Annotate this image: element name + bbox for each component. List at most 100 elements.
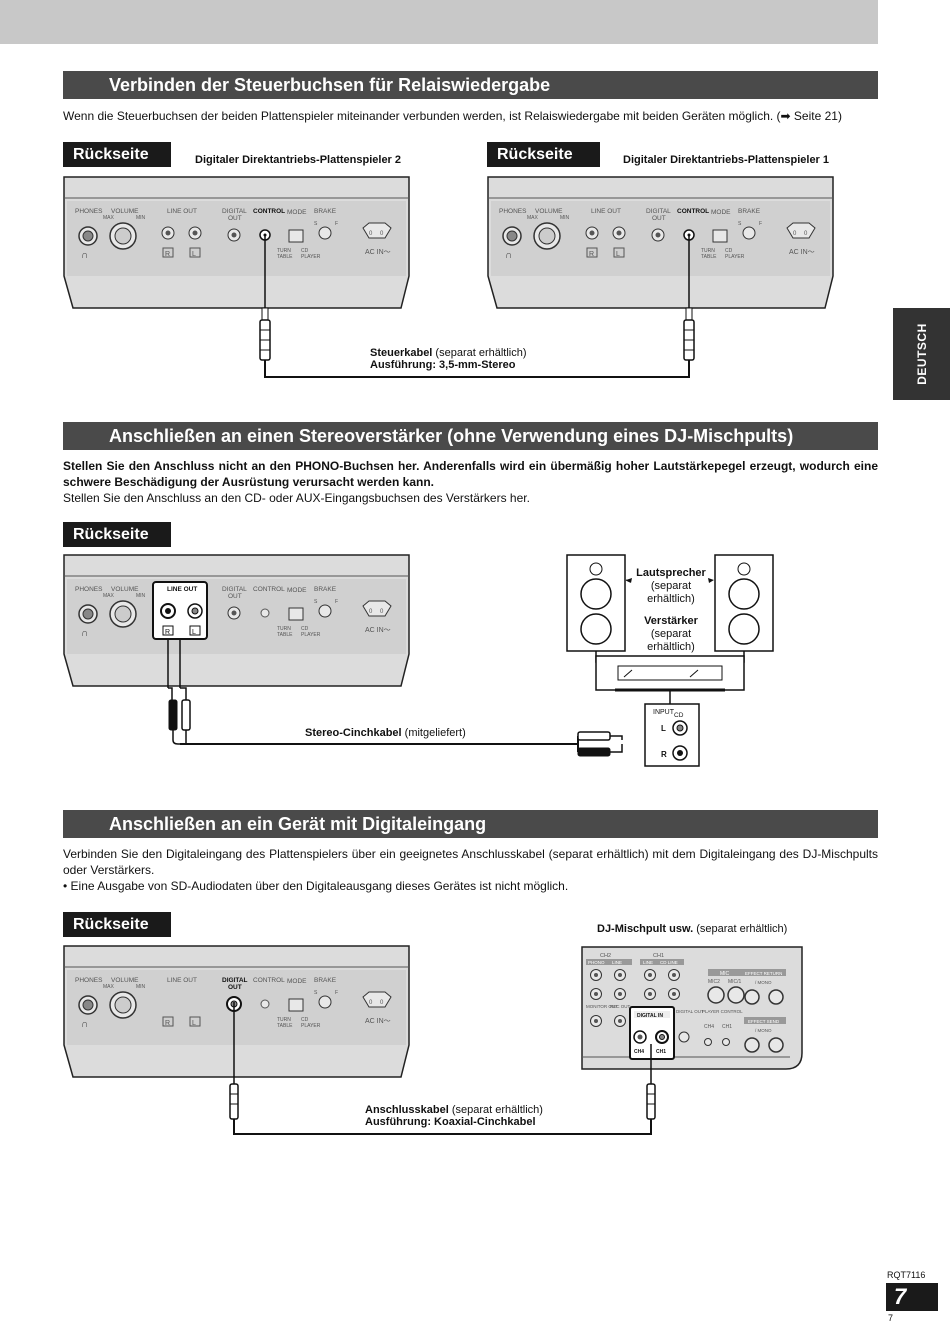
digital-label: DIGITAL <box>222 586 247 593</box>
cd-label: CD <box>301 626 309 632</box>
brake-knob-icon <box>318 995 332 1009</box>
mixer-ch4-label: CH4 <box>704 1024 714 1030</box>
line-out-label: LINE OUT <box>167 977 197 984</box>
svg-text:0: 0 <box>369 1000 373 1006</box>
section1-badge-right: Rückseite <box>487 142 600 167</box>
volume-label: VOLUME <box>111 977 139 984</box>
ac-in-label: AC IN～ <box>789 249 815 256</box>
stereo-cinch-cable-diagram <box>167 640 623 757</box>
monitor-out-label: MONITOR OUT <box>586 1004 618 1009</box>
section3-bullet: • Eine Ausgabe von SD-Audiodaten über de… <box>63 879 569 893</box>
section1-device-right: Digitaler Direktantriebs-Plattenspieler … <box>623 154 830 166</box>
ac-in-socket-icon <box>362 991 392 1008</box>
section2-title: Anschließen an einen Stereoverstärker (o… <box>63 422 878 450</box>
rca-plug-l-icon <box>181 699 191 731</box>
r-label: R <box>589 251 594 258</box>
headphone-icon: ∩ <box>505 250 512 261</box>
line-label: LINE <box>612 960 622 965</box>
f-label: F <box>335 599 338 605</box>
table-label: TABLE <box>277 254 293 260</box>
section1-title: Verbinden der Steuerbuchsen für Relaiswi… <box>63 71 878 99</box>
brake-label: BRAKE <box>314 977 337 984</box>
phono-label: PHONO <box>588 960 605 965</box>
ch1b-label: CH1 <box>656 1049 666 1055</box>
f-label: F <box>335 221 338 227</box>
digital-label: DIGITAL <box>222 208 247 215</box>
svg-text:0: 0 <box>380 231 384 237</box>
section1-cable-label: Steuerkabel (separat erhältlich) <box>370 347 527 359</box>
out-label: OUT <box>228 215 242 222</box>
f-label: F <box>759 221 762 227</box>
brake-label: BRAKE <box>314 586 337 593</box>
section2-text: Stellen Sie den Anschluss an den CD- ode… <box>63 491 530 505</box>
line-out-label: LINE OUT <box>167 586 197 593</box>
effect-send-mono-label: / MONO <box>755 1028 772 1033</box>
ac-in-label: AC IN～ <box>365 1018 391 1025</box>
speaker-label-group: Lautsprecher (separat erhältlich) <box>636 567 706 605</box>
ch1-label: CH1 <box>653 953 664 959</box>
ac-in-socket-icon <box>362 222 392 239</box>
amplifier-input-panel <box>644 703 700 767</box>
turn-label: TURN <box>701 248 715 254</box>
amp-r-label: R <box>661 750 667 759</box>
player-label: PLAYER <box>301 632 321 638</box>
max-label: MAX <box>103 984 115 990</box>
cable-plug-icon <box>261 307 269 321</box>
rca-plug-r-icon <box>577 747 611 757</box>
player-label: PLAYER <box>301 1023 321 1029</box>
brake-knob-icon <box>318 226 332 240</box>
mode-label: MODE <box>287 978 307 985</box>
section2-badge: Rückseite <box>63 522 171 547</box>
turntable-rear-panel-2: PHONES VOLUME MAX MIN ∩ LINE OUT R L DIG… <box>63 176 410 309</box>
mode-switch-icon <box>288 998 304 1012</box>
control-label: CONTROL <box>677 208 709 215</box>
min-label: MIN <box>136 593 146 599</box>
brake-knob-icon <box>318 604 332 618</box>
mode-label: MODE <box>287 209 307 216</box>
mic-label: MIC <box>720 971 730 977</box>
table-label: TABLE <box>277 632 293 638</box>
max-label: MAX <box>103 593 115 599</box>
section3-cable-type: Ausführung: Koaxial-Cinchkabel <box>365 1116 536 1128</box>
volume-label: VOLUME <box>111 586 139 593</box>
amp-cd-label: CD <box>674 712 684 719</box>
phones-label: PHONES <box>75 586 103 593</box>
brake-label: BRAKE <box>314 208 337 215</box>
r-label: R <box>165 629 170 636</box>
page-number-small: 7 <box>888 1313 894 1323</box>
max-label: MAX <box>103 215 115 221</box>
line-out-label: LINE OUT <box>167 208 197 215</box>
turn-label: TURN <box>277 248 291 254</box>
model-number: RQT7116 <box>887 1270 926 1280</box>
cd-label: CD <box>725 248 733 254</box>
table-label: TABLE <box>277 1023 293 1029</box>
mode-switch-icon <box>288 607 304 621</box>
coax-cable-diagram <box>229 1002 656 1135</box>
section3-text: Verbinden Sie den Digitaleingang des Pla… <box>63 847 878 877</box>
coax-plug-icon <box>646 1083 656 1120</box>
s-label: S <box>314 599 318 605</box>
turntable-rear-panel-1: PHONES VOLUME MAX MIN ∩ LINE OUT R L DIG… <box>487 176 834 309</box>
section2-cable-label: Stereo-Cinchkabel (mitgeliefert) <box>305 727 466 739</box>
s-label: S <box>314 221 318 227</box>
section1-device-left: Digitaler Direktantriebs-Plattenspieler … <box>195 154 402 166</box>
headphone-icon: ∩ <box>81 250 88 261</box>
svg-text:0: 0 <box>793 231 797 237</box>
amplifier-label-group: Verstärker (separat erhältlich) <box>644 615 698 653</box>
rca-plug-r-icon <box>168 699 178 731</box>
effect-send-label: EFFECT SEND <box>748 1019 780 1024</box>
player-label: PLAYER <box>301 254 321 260</box>
player-control-label: PLAYER CONTROL <box>702 1009 743 1014</box>
headphone-icon: ∩ <box>81 628 88 639</box>
digital-in-label: DIGITAL IN <box>637 1013 663 1019</box>
volume-label: VOLUME <box>111 208 139 215</box>
f-label: F <box>335 990 338 996</box>
ac-in-label: AC IN～ <box>365 249 391 256</box>
table-label: TABLE <box>701 254 717 260</box>
cable-plug-icon <box>685 307 693 321</box>
rec-out-label: REC OUT <box>610 1004 631 1009</box>
amp-l-label: L <box>661 724 666 733</box>
input-label: INPUT <box>653 709 675 716</box>
language-tab: DEUTSCH <box>893 308 950 400</box>
volume-label: VOLUME <box>535 208 563 215</box>
